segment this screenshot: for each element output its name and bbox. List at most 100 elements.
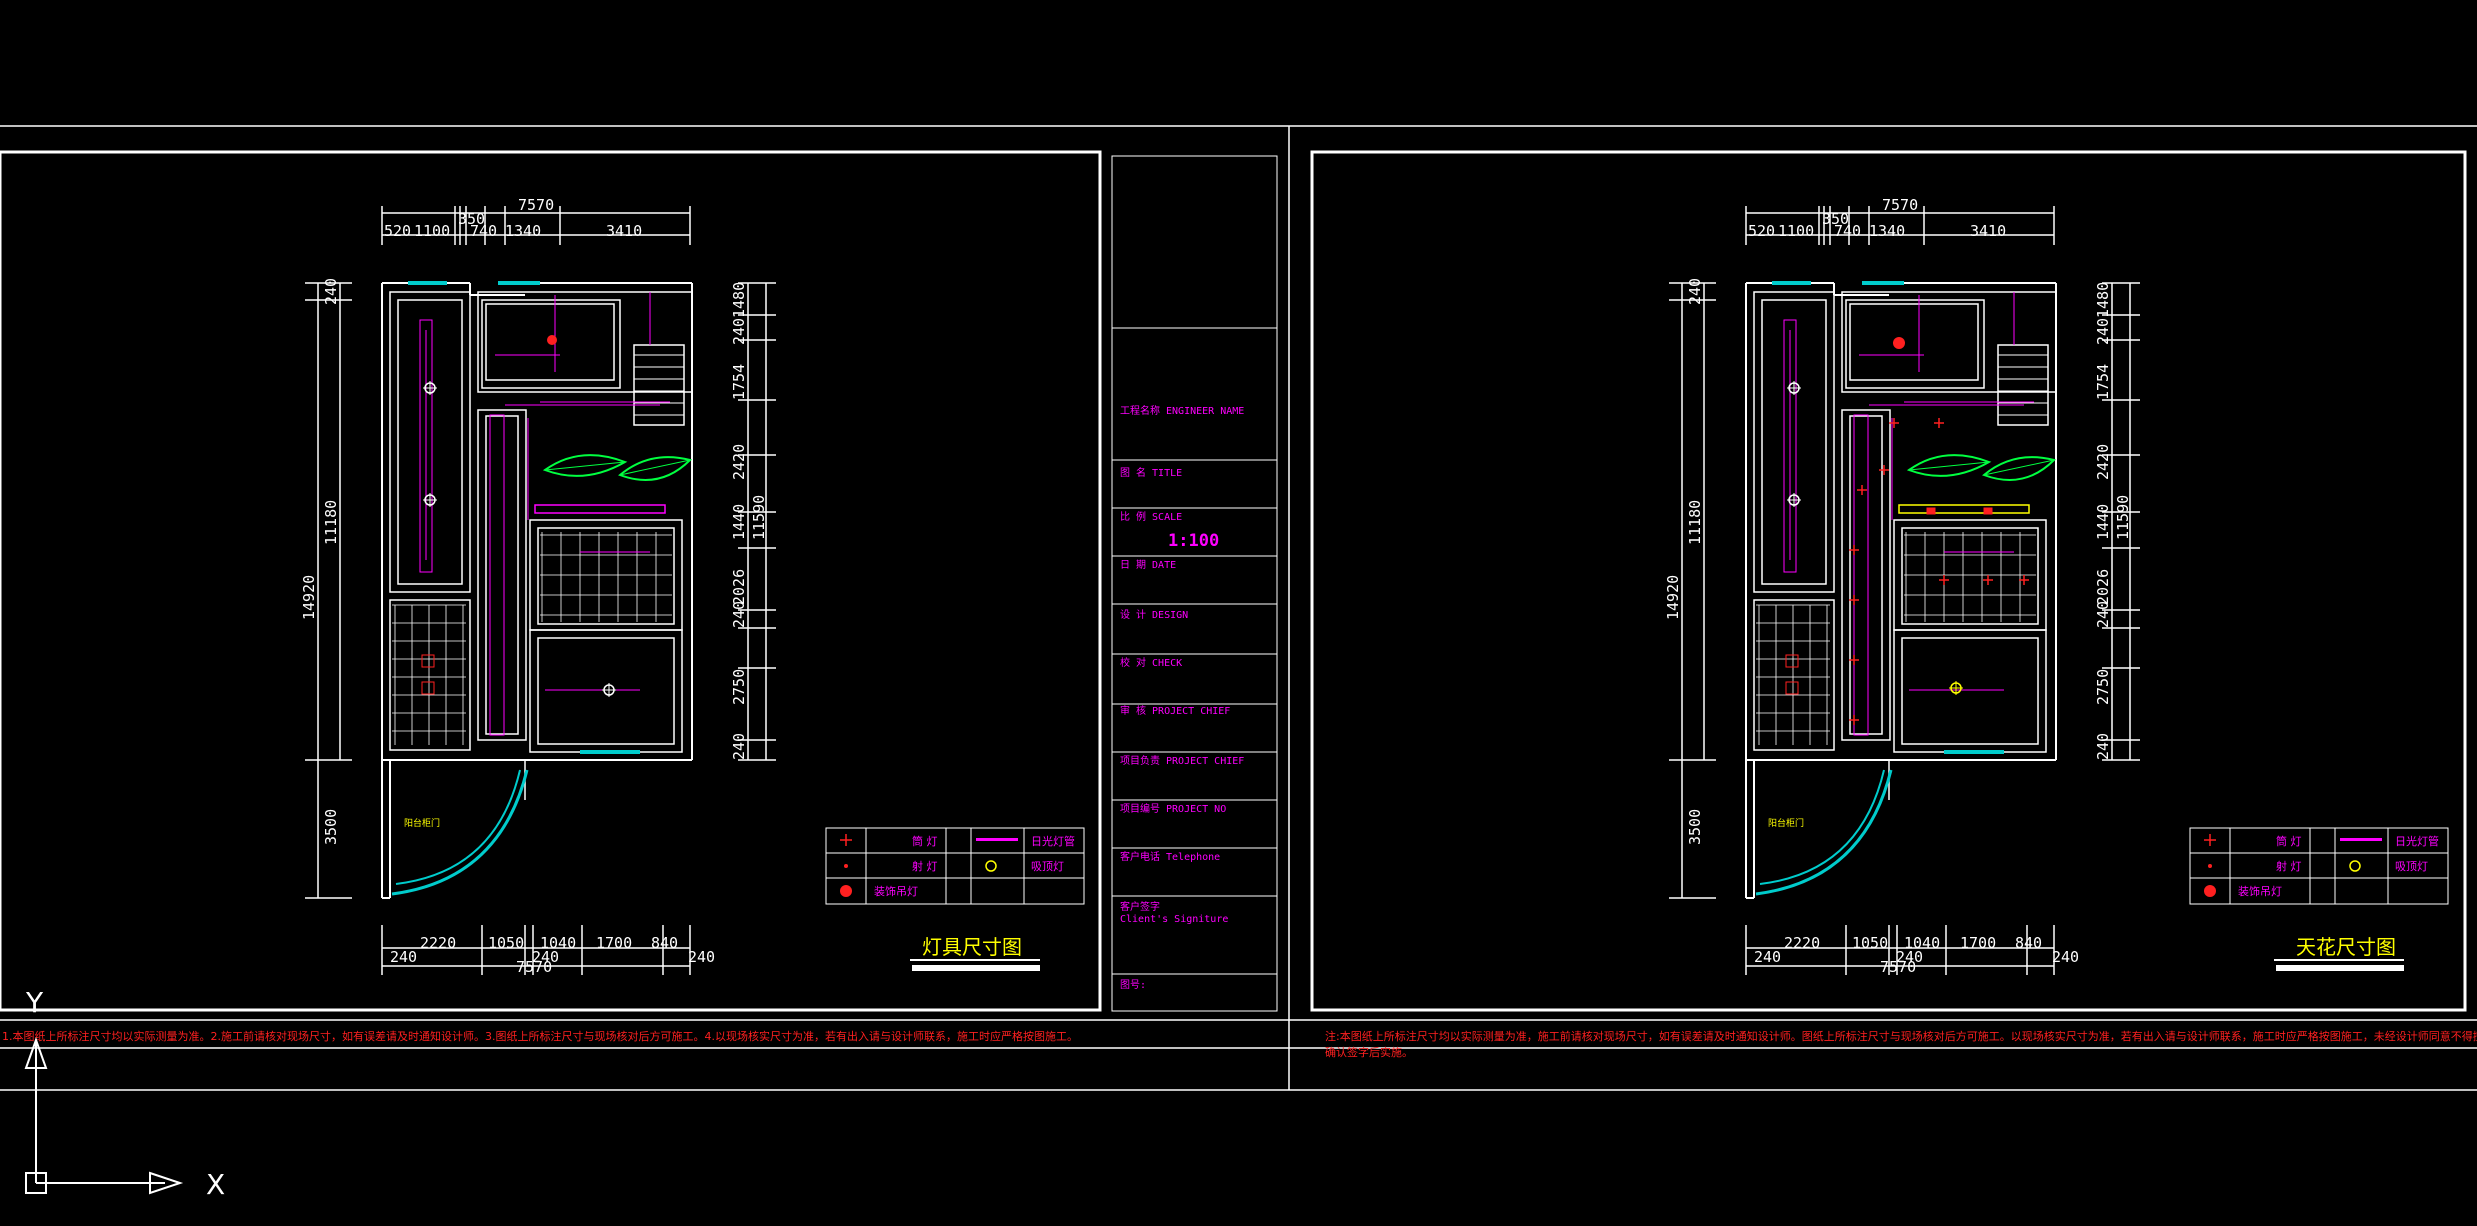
dim-top-segment: 1340 bbox=[505, 222, 541, 240]
dim-bottom-offset: 240 bbox=[2052, 948, 2079, 966]
title-block-row: 比 例 SCALE bbox=[1120, 510, 1182, 523]
title-block-row: 图号: bbox=[1120, 979, 1146, 991]
title-block: 工程名称 ENGINEER NAME 图 名 TITLE 比 例 SCALE 日 期 … bbox=[1111, 155, 1278, 1012]
title-block-scale-value: 1:100 bbox=[1168, 531, 1219, 551]
dim-left-bottom: 3500 bbox=[1686, 809, 1704, 845]
dim-left-overall: 14920 bbox=[300, 575, 318, 620]
legend-item-label: 筒 灯 bbox=[912, 834, 938, 848]
dim-right-segment: 2750 bbox=[730, 669, 748, 705]
dim-right-segment: 1440 bbox=[2094, 504, 2112, 540]
dim-bottom-offset: 240 bbox=[390, 948, 417, 966]
dim-right-segment: 1480 bbox=[2094, 282, 2112, 318]
dim-bottom-offset: 240 bbox=[1754, 948, 1781, 966]
dim-right-segment: 240 bbox=[2094, 733, 2112, 760]
dim-right-segment: 1440 bbox=[730, 504, 748, 540]
dim-bottom-segment: 2220 bbox=[1784, 934, 1820, 952]
title-block-row: 校 对 CHECK bbox=[1120, 656, 1182, 669]
legend-item-label: 吸顶灯 bbox=[2395, 860, 2428, 873]
drawing-title: 灯具尺寸图 bbox=[922, 935, 1022, 959]
dim-top-segment: 740 bbox=[1834, 222, 1861, 240]
dim-top-segment: 3410 bbox=[606, 222, 642, 240]
legend-item-label: 装饰吊灯 bbox=[2238, 884, 2282, 898]
dim-bottom-segment: 1050 bbox=[1852, 934, 1888, 952]
title-block-row: 客户签字 bbox=[1120, 900, 1160, 913]
dim-right-segment: 2750 bbox=[2094, 669, 2112, 705]
dim-right-segment: 240 bbox=[2094, 318, 2112, 345]
dim-left-top: 240 bbox=[1686, 278, 1704, 305]
title-block-row: 项目编号 PROJECT NO bbox=[1120, 802, 1226, 815]
dim-right-overall: 11590 bbox=[750, 495, 768, 540]
legend-item-label: 装饰吊灯 bbox=[874, 884, 918, 898]
dim-bottom-offset: 240 bbox=[1896, 948, 1923, 966]
dim-top-segment: 520 bbox=[384, 222, 411, 240]
dim-left-overall: 14920 bbox=[1664, 575, 1682, 620]
dim-bottom-offset: 240 bbox=[532, 948, 559, 966]
notes-left: 1.本图纸上所标注尺寸均以实际测量为准。2.施工前请核对现场尺寸，如有误差请及时… bbox=[2, 1029, 1078, 1043]
legend-item-label: 射 灯 bbox=[2276, 859, 2302, 873]
legend-item-label: 筒 灯 bbox=[2276, 834, 2302, 848]
dim-top-segment: 3410 bbox=[1970, 222, 2006, 240]
dim-left-inner: 11180 bbox=[1686, 500, 1704, 545]
title-block-row: 工程名称 ENGINEER NAME bbox=[1120, 404, 1244, 417]
dim-bottom-segment: 1700 bbox=[1960, 934, 1996, 952]
balcony-label: 阳台柜门 bbox=[404, 817, 440, 829]
dim-right-segment: 2420 bbox=[730, 444, 748, 480]
dim-right-overall: 11590 bbox=[2114, 495, 2132, 540]
dim-bottom-segment: 1040 bbox=[540, 934, 576, 952]
dim-bottom-segment: 1040 bbox=[1904, 934, 1940, 952]
dim-right-segment: 2026 bbox=[2094, 569, 2112, 605]
balcony-label: 阳台柜门 bbox=[1768, 817, 1804, 829]
right-sheet-frame bbox=[1310, 150, 2467, 1012]
dim-top-segment: 520 bbox=[1748, 222, 1775, 240]
dim-top-first: 350 bbox=[458, 210, 485, 228]
dim-right-segment: 1754 bbox=[730, 364, 748, 400]
dim-right-segment: 240 bbox=[2094, 601, 2112, 628]
dim-bottom-segment: 2220 bbox=[420, 934, 456, 952]
title-block-row: 审 核 PROJECT CHIEF bbox=[1120, 704, 1230, 717]
sheet-frames bbox=[0, 150, 2467, 1012]
dim-bottom-overall: 7570 bbox=[516, 958, 552, 976]
title-block-row: 项目负责 PROJECT CHIEF bbox=[1120, 754, 1244, 767]
dim-right-segment: 240 bbox=[730, 318, 748, 345]
dim-right-segment: 1480 bbox=[730, 282, 748, 318]
dim-right-segment: 240 bbox=[730, 601, 748, 628]
legend-item-label: 射 灯 bbox=[912, 859, 938, 873]
notes-right-line2: 确认签字后实施。 bbox=[1325, 1045, 1413, 1059]
dim-top-segment: 1100 bbox=[414, 222, 450, 240]
drawing-title: 天花尺寸图 bbox=[2296, 935, 2396, 959]
title-block-row: 客户电话 Telephone bbox=[1120, 850, 1220, 863]
dim-bottom-overall: 7570 bbox=[1880, 958, 1916, 976]
dim-top-first: 350 bbox=[1822, 210, 1849, 228]
title-block-row: 图 名 TITLE bbox=[1120, 466, 1182, 479]
dim-right-segment: 1754 bbox=[2094, 364, 2112, 400]
dim-bottom-segment: 840 bbox=[651, 934, 678, 952]
dim-top-segment: 1100 bbox=[1778, 222, 1814, 240]
ucs-icon bbox=[24, 1037, 184, 1195]
ucs-y-label: Y bbox=[25, 986, 44, 1019]
dim-right-segment: 2420 bbox=[2094, 444, 2112, 480]
layout-guides bbox=[0, 125, 2477, 1091]
dim-right-segment: 2026 bbox=[730, 569, 748, 605]
dim-top-overall: 7570 bbox=[1882, 196, 1918, 214]
title-block-row: 日 期 DATE bbox=[1120, 559, 1176, 571]
dim-bottom-segment: 1050 bbox=[488, 934, 524, 952]
dim-top-segment: 1340 bbox=[1869, 222, 1905, 240]
legend-item-label: 日光灯管 bbox=[2395, 834, 2439, 848]
dim-left-top: 240 bbox=[322, 278, 340, 305]
dim-left-inner: 11180 bbox=[322, 500, 340, 545]
dim-right-segment: 240 bbox=[730, 733, 748, 760]
dim-bottom-segment: 1700 bbox=[596, 934, 632, 952]
legend-item-label: 日光灯管 bbox=[1031, 834, 1075, 848]
dim-bottom-offset: 240 bbox=[688, 948, 715, 966]
dim-left-bottom: 3500 bbox=[322, 809, 340, 845]
notes-right: 注:本图纸上所标注尺寸均以实际测量为准，施工前请核对现场尺寸，如有误差请及时通知… bbox=[1325, 1029, 2477, 1043]
title-block-row: 设 计 DESIGN bbox=[1120, 608, 1188, 621]
dim-bottom-segment: 840 bbox=[2015, 934, 2042, 952]
dim-top-overall: 7570 bbox=[518, 196, 554, 214]
left-sheet-frame bbox=[0, 150, 1102, 1012]
